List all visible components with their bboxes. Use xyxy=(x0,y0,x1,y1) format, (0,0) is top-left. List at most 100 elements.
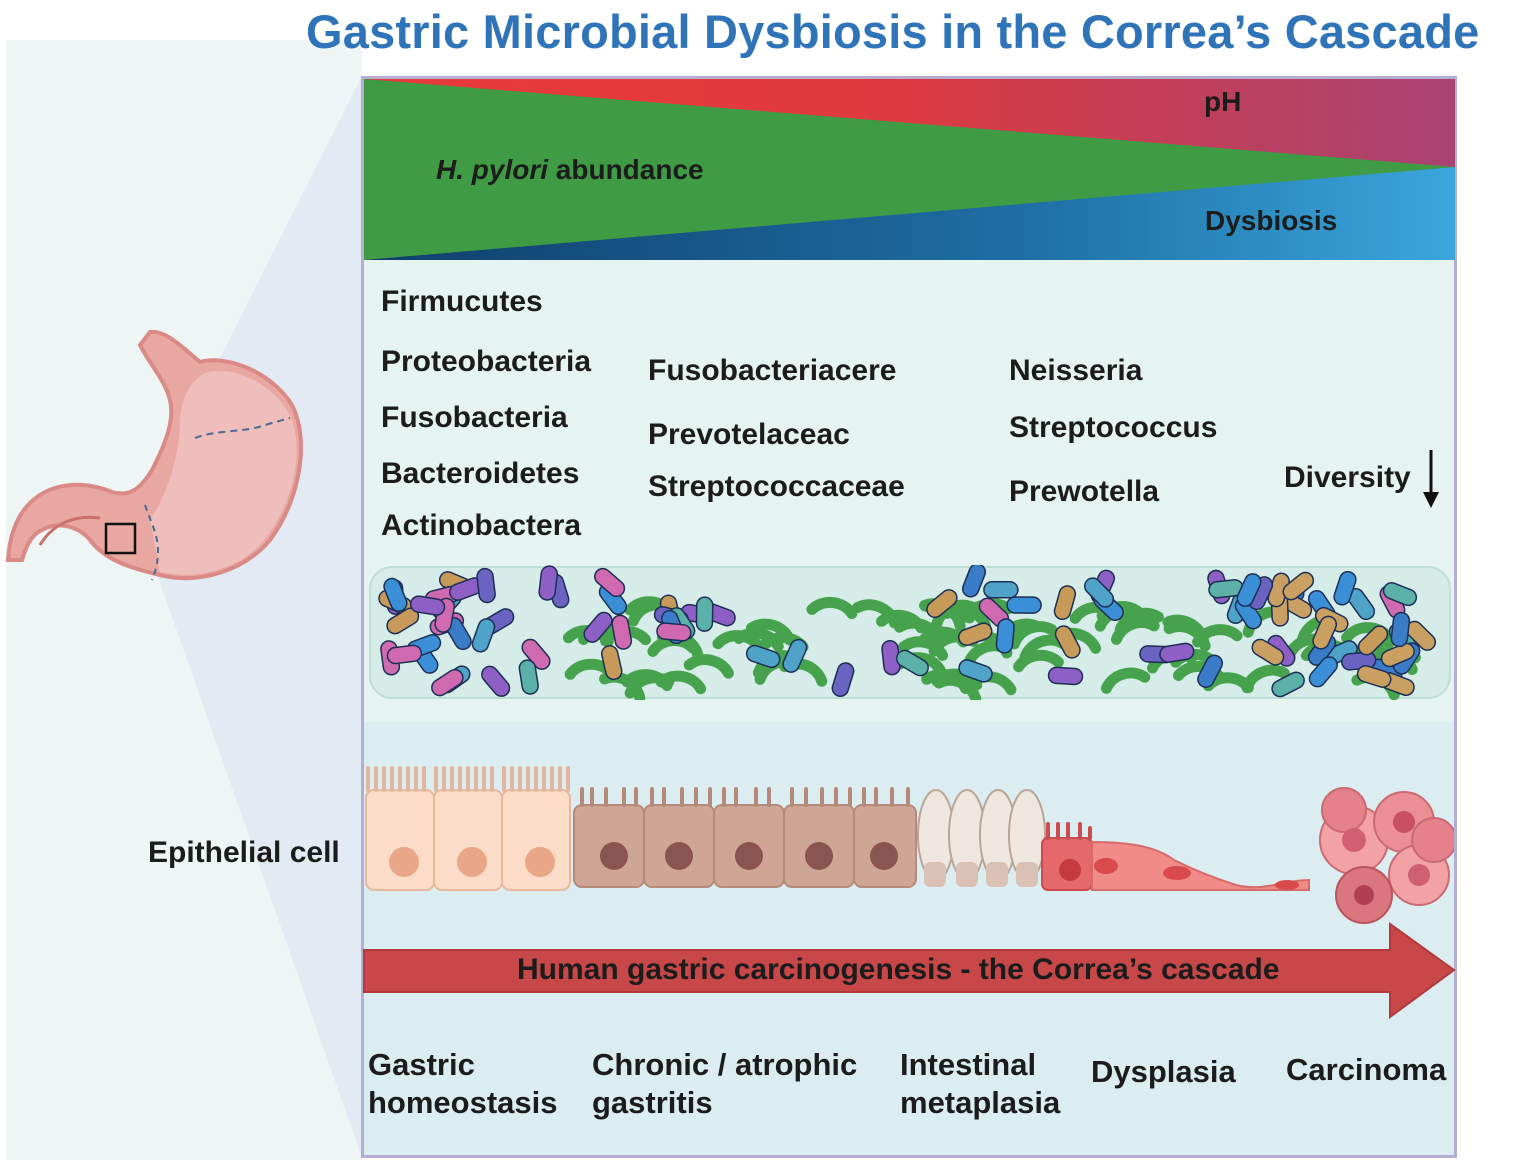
taxon-genus: Streptococcus xyxy=(1009,411,1218,444)
bacterium-rod xyxy=(518,659,539,695)
bacterium-rod xyxy=(1054,625,1081,659)
bacterium-rod xyxy=(1308,656,1338,688)
cascade-arrow xyxy=(363,922,1456,1019)
bacterium-rod xyxy=(1390,611,1411,648)
stomach-icon xyxy=(5,329,303,581)
hpylori-label: H. pylori abundance xyxy=(436,154,704,186)
bacterium-rod xyxy=(926,589,958,619)
zoom-box xyxy=(104,522,137,555)
ph-label: pH xyxy=(1204,86,1242,117)
bacteria-cells xyxy=(378,565,1437,700)
bacterium-rod xyxy=(695,596,714,632)
bacterium-rod xyxy=(1282,571,1315,601)
zoom-wedge xyxy=(138,76,362,1158)
bacterium-green xyxy=(806,597,858,620)
bacterium-rod xyxy=(782,638,808,673)
taxon-family: Prevotelaceac xyxy=(648,418,850,451)
bacterium-rod xyxy=(583,611,613,643)
taxon-phylum: Firmucutes xyxy=(381,285,543,318)
taxon-phylum: Fusobacteria xyxy=(381,401,568,434)
bacteria-band xyxy=(369,565,1451,700)
bacterium-green xyxy=(1100,667,1151,694)
bacterium-green xyxy=(921,668,972,695)
hpylori-species: H. pylori xyxy=(436,154,549,185)
bacterium-rod xyxy=(1053,585,1077,621)
bacterium-green xyxy=(897,636,949,661)
bacterium-rod xyxy=(831,662,855,697)
bacterium-green xyxy=(683,654,734,679)
hpylori-abundance: abundance xyxy=(548,154,704,185)
ph-triangle xyxy=(364,79,1455,167)
arrow-down-icon xyxy=(1423,450,1439,508)
gastritis-cells xyxy=(573,787,917,888)
bacterium-rod xyxy=(1382,582,1418,607)
bacterium-rod xyxy=(386,644,423,665)
bacterium-rod xyxy=(1197,654,1224,688)
bacterium-rod xyxy=(1159,642,1195,663)
bacterium-rod xyxy=(745,644,781,669)
bacterium-rod xyxy=(983,581,1019,599)
bacterium-rod xyxy=(1083,577,1115,608)
bacterium-rod xyxy=(538,565,559,601)
bacterium-rod xyxy=(1312,615,1338,650)
dysplasia-cells xyxy=(1041,822,1310,891)
bacterium-rod xyxy=(1333,570,1357,606)
bacterium-rod xyxy=(1380,642,1415,668)
bacterium-green xyxy=(966,671,1017,696)
bacterium-rod xyxy=(1357,625,1389,656)
bacterium-rod xyxy=(1251,638,1285,666)
bacterium-rod xyxy=(594,567,626,598)
taxon-phylum: Proteobacteria xyxy=(381,345,592,378)
stomach-illustration xyxy=(5,76,362,1158)
figure-title: Gastric Microbial Dysbiosis in the Corre… xyxy=(306,5,1480,58)
taxon-family: Fusobacteriacere xyxy=(648,354,897,387)
taxon-genus: Prewotella xyxy=(1009,475,1160,508)
epithelial-cell-label: Epithelial cell xyxy=(148,836,340,869)
bacterium-rod xyxy=(1356,665,1392,688)
gradient-triangles xyxy=(364,79,1455,260)
dysbiosis-label: Dysbiosis xyxy=(1205,205,1338,236)
bacterium-green xyxy=(733,627,784,652)
bacterium-rod xyxy=(521,638,551,670)
bacterium-rod xyxy=(476,567,496,604)
stage-carcinoma: Carcinoma xyxy=(1286,1052,1447,1087)
bacterium-green xyxy=(746,618,796,646)
bacterium-rod xyxy=(995,618,1015,654)
bacterium-rod xyxy=(600,645,623,681)
taxon-phylum: Actinobactera xyxy=(381,509,582,542)
bacterium-rod xyxy=(1047,666,1084,686)
taxon-genus: Neisseria xyxy=(1009,354,1143,387)
bacterium-rod xyxy=(471,618,496,653)
taxon-phylum: Bacteroidetes xyxy=(381,457,580,490)
bacterium-rod xyxy=(958,622,993,647)
cascade-arrow-label: Human gastric carcinogenesis - the Corre… xyxy=(517,953,1280,986)
bacterium-rod xyxy=(656,622,692,642)
bacterium-rod xyxy=(895,649,929,677)
epithelium-illustration xyxy=(365,766,1454,924)
bacterium-rod xyxy=(958,659,993,683)
bacterium-rod xyxy=(961,565,987,598)
bacterium-rod xyxy=(383,577,408,612)
bacterium-rod xyxy=(481,665,511,697)
bacterium-green xyxy=(1013,649,1064,673)
stage-dysplasia: Dysplasia xyxy=(1091,1054,1236,1089)
bacterium-rod xyxy=(1006,596,1042,614)
diversity-label: Diversity xyxy=(1284,461,1411,494)
bacterium-rod xyxy=(611,614,633,650)
metaplasia-cells xyxy=(917,789,1046,887)
bacterium-green xyxy=(1163,620,1211,652)
bacterium-rod xyxy=(1236,573,1262,607)
bacterium-rod xyxy=(409,595,446,616)
carcinoma-cells xyxy=(1319,787,1454,924)
bacterium-rod xyxy=(1271,671,1305,698)
bacterium-green xyxy=(1110,617,1160,645)
taxon-family: Streptococcaceae xyxy=(648,470,905,503)
bacterium-green xyxy=(655,670,707,695)
bacterium-green xyxy=(876,609,927,634)
bacterium-green xyxy=(1114,607,1164,635)
healthy-cells xyxy=(365,766,571,891)
dysbiosis-triangle xyxy=(364,167,1455,260)
